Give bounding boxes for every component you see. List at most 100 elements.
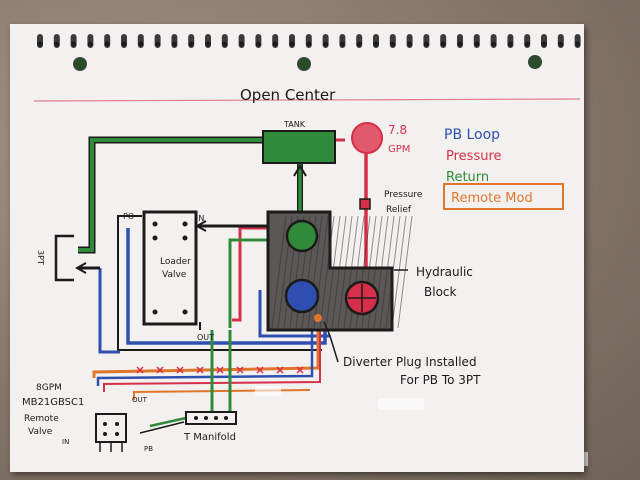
- cross-mark: [176, 366, 184, 374]
- block-pb-port: [284, 278, 320, 314]
- remote-valve: [95, 413, 127, 443]
- loader-valve: [142, 210, 198, 326]
- hatch-line: [331, 215, 347, 329]
- spiral-hole: [491, 41, 497, 47]
- hatch-line: [373, 215, 389, 329]
- spiral-hole: [575, 41, 581, 47]
- remote-pb-hose: [96, 324, 314, 386]
- hatch-line: [391, 215, 407, 329]
- hydraulic-block: [266, 210, 394, 332]
- pressure-hose-block-loader: [232, 226, 272, 322]
- punch-hole-right: [528, 55, 542, 69]
- loader-bolt: [182, 221, 188, 227]
- remote-valve-fittings: [99, 442, 123, 452]
- header-rule: [33, 98, 581, 102]
- legend-remote-mod: Remote Mod: [451, 191, 533, 206]
- pb-loop-hose-block: [258, 290, 330, 338]
- pressure-port-cross: [348, 284, 376, 312]
- cross-mark: [236, 366, 244, 374]
- spiral-hole: [71, 41, 77, 47]
- spiral-hole: [524, 41, 530, 47]
- cross-mark: [296, 366, 304, 374]
- loader-bolt: [152, 221, 158, 227]
- three-pt-cylinder: [54, 234, 74, 282]
- hatch-line: [319, 215, 335, 329]
- spiral-hole: [255, 41, 261, 47]
- spiral-hole: [289, 41, 295, 47]
- remote-valve-port: [115, 432, 119, 436]
- remote-hose-1: [92, 320, 320, 378]
- loader-bolt: [182, 309, 188, 315]
- hatch-line: [343, 215, 359, 329]
- t-manifold-port: [224, 416, 228, 420]
- hose-cross-marks: [136, 366, 304, 374]
- punch-hole-center: [297, 57, 311, 71]
- return-hose-loader-block: [228, 238, 272, 328]
- pb-loop-hose-3pt: [98, 268, 120, 354]
- spiral-hole: [323, 41, 329, 47]
- spiral-hole: [37, 41, 43, 47]
- paper-glare: [378, 398, 424, 410]
- diverter-plug: [314, 314, 322, 322]
- hatch-line: [313, 215, 329, 329]
- return-arrow-up: [293, 164, 307, 177]
- remote-valve-label-1: Remote: [24, 414, 59, 424]
- pressure-relief-valve: [359, 198, 371, 210]
- remote-gpm-label: 8GPM: [36, 383, 62, 393]
- cross-mark: [276, 366, 284, 374]
- t-manifold: [185, 411, 237, 425]
- cross-mark: [256, 366, 264, 374]
- spiral-hole: [373, 41, 379, 47]
- spiral-hole: [457, 41, 463, 47]
- three-pt-label: 3PT: [36, 250, 45, 265]
- spiral-hole: [87, 41, 93, 47]
- remote-valve-port: [103, 422, 107, 426]
- paper-glare: [255, 386, 281, 396]
- spiral-hole: [407, 41, 413, 47]
- pressure-relief-label-2: Relief: [386, 205, 412, 215]
- remote-valve-port: [103, 432, 107, 436]
- return-hose-tank-3pt: [78, 138, 263, 252]
- spiral-hole: [356, 41, 362, 47]
- cross-mark: [216, 366, 224, 374]
- remote-valve-label-2: Valve: [28, 427, 53, 437]
- spiral-hole: [541, 41, 547, 47]
- hatch-line: [337, 215, 353, 329]
- t-manifold-port: [204, 416, 208, 420]
- pressure-relief-label-1: Pressure: [384, 190, 423, 200]
- spiral-hole: [155, 41, 161, 47]
- remote-out-label: OUT: [132, 396, 148, 404]
- t-manifold-port: [194, 416, 198, 420]
- spiral-hole: [54, 41, 60, 47]
- legend-pressure: Pressure: [446, 149, 502, 164]
- hydraulic-block-label-2: Block: [424, 285, 457, 299]
- pump: [351, 122, 383, 154]
- tank-label: TANK: [283, 120, 306, 129]
- spiral-hole: [474, 41, 480, 47]
- block-return-port: [285, 219, 319, 253]
- loader-out-label: OUT: [197, 333, 214, 342]
- spiral-hole: [222, 41, 228, 47]
- spiral-hole: [558, 41, 564, 47]
- loader-po-label: PO: [123, 212, 134, 221]
- remote-hose-2: [133, 389, 311, 400]
- spiral-hole: [104, 41, 110, 47]
- remote-out-line: [139, 421, 185, 434]
- cross-mark: [156, 366, 164, 374]
- diverter-label-2: For PB To 3PT: [400, 373, 481, 387]
- spiral-hole: [306, 41, 312, 47]
- tank: [262, 130, 336, 164]
- remote-valve-port: [115, 422, 119, 426]
- diagram-title: Open Center: [240, 86, 336, 104]
- hatch-line: [379, 215, 395, 329]
- hatch-line: [397, 215, 413, 329]
- loader-in-label: IN: [196, 214, 204, 223]
- cross-mark: [196, 366, 204, 374]
- loader-bolt: [152, 235, 158, 241]
- spiral-hole: [507, 41, 513, 47]
- spiral-hole: [440, 41, 446, 47]
- remote-in-label: IN: [62, 438, 69, 446]
- remote-model-label: MB21GBSC1: [22, 397, 84, 408]
- spiral-hole: [423, 41, 429, 47]
